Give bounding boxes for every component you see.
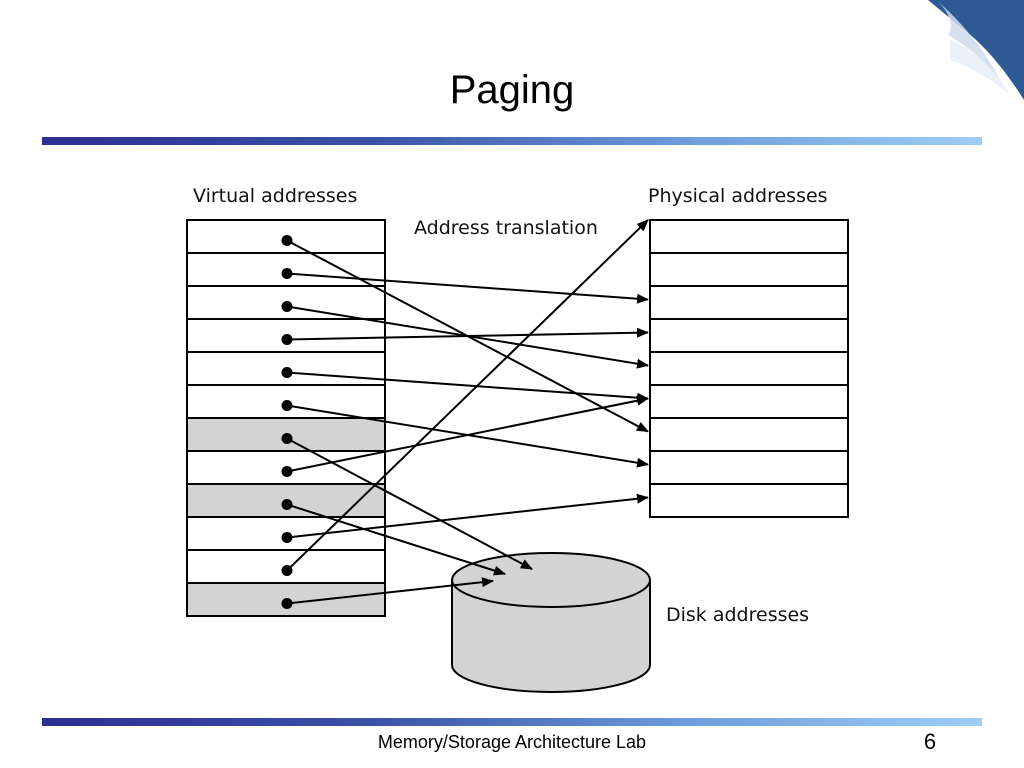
physical-frame-2 (649, 285, 849, 320)
mapping-arrow-6 (286, 437, 533, 570)
slide-title: Paging (449, 68, 575, 112)
page-pointer-dot-1 (281, 268, 293, 279)
physical-frame-0 (649, 219, 849, 254)
physical-address-table (649, 219, 849, 518)
disk-body (451, 579, 651, 693)
physical-frame-1 (649, 252, 849, 287)
footer-divider-bar (42, 718, 982, 726)
mapping-arrow-11 (286, 577, 494, 605)
mapping-arrow-9 (286, 493, 649, 539)
disk-cylinder (451, 552, 651, 693)
page-pointer-dot-2 (281, 301, 293, 312)
mapping-arrows (281, 219, 649, 609)
page-number: 6 (923, 729, 937, 754)
page-pointer-dot-6 (281, 433, 293, 444)
virtual-addresses-label: Virtual addresses (193, 185, 358, 207)
corner-swoosh-decoration (928, 0, 1024, 100)
page-pointer-dot-10 (281, 565, 293, 576)
mapping-arrow-8 (286, 503, 506, 576)
page-pointer-dot-9 (281, 532, 293, 543)
page-pointer-dot-4 (281, 367, 293, 378)
mapping-arrow-1 (286, 272, 649, 304)
disk-top (451, 552, 651, 608)
physical-frame-3 (649, 318, 849, 353)
footer-text: Memory/Storage Architecture Lab (377, 732, 647, 752)
page-pointer-dot-5 (281, 400, 293, 411)
mapping-arrow-7 (286, 395, 649, 473)
address-translation-label: Address translation (414, 217, 598, 239)
mapping-arrow-3 (286, 327, 649, 341)
physical-frame-5 (649, 384, 849, 419)
page-pointer-dot-8 (281, 499, 293, 510)
physical-frame-8 (649, 483, 849, 518)
page-pointer-dot-0 (281, 235, 293, 246)
mapping-arrow-4 (286, 371, 649, 403)
page-pointer-dot-3 (281, 334, 293, 345)
disk-addresses-label: Disk addresses (666, 604, 810, 626)
physical-frame-4 (649, 351, 849, 386)
physical-addresses-label: Physical addresses (648, 185, 828, 207)
page-pointer-dot-11 (281, 598, 293, 609)
physical-frame-7 (649, 450, 849, 485)
physical-frame-6 (649, 417, 849, 452)
title-divider-bar (42, 137, 982, 145)
mapping-arrow-10 (286, 219, 649, 572)
page-pointer-dot-7 (281, 466, 293, 477)
